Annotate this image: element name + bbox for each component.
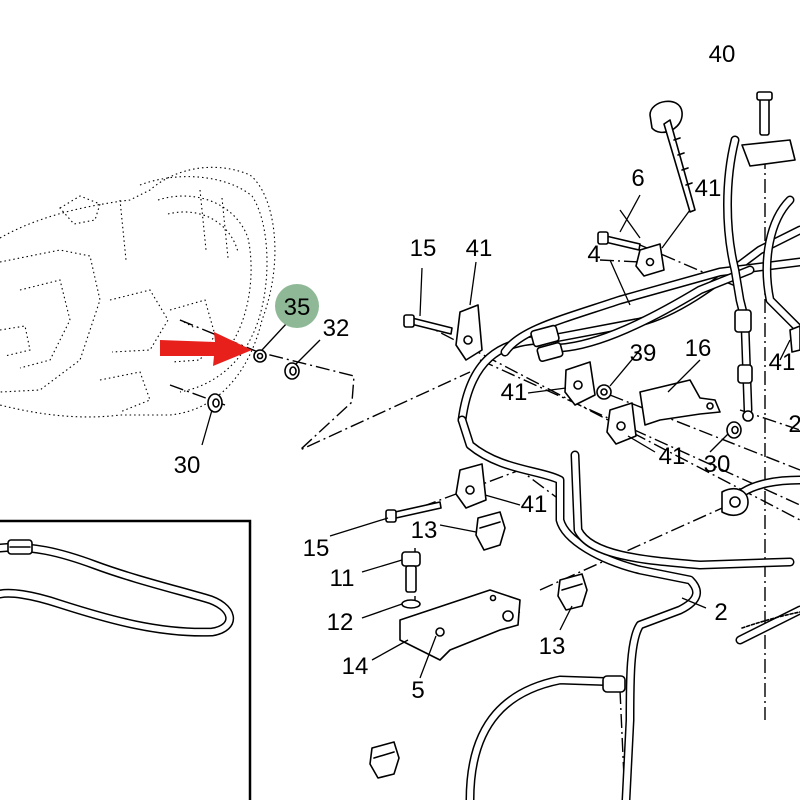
- callout-14: 14: [342, 653, 369, 680]
- inset-detail: [0, 519, 252, 800]
- callout-41-a: 41: [466, 235, 493, 262]
- callout-2-right: 2: [788, 411, 800, 438]
- callout-4: 4: [587, 241, 600, 268]
- hose-fittings: [530, 309, 800, 693]
- callout-16: 16: [685, 335, 712, 362]
- callout-41-top: 41: [695, 175, 722, 202]
- callout-41-c: 41: [659, 443, 686, 470]
- leader-lines: [201, 194, 791, 679]
- compressor-ghost: [0, 166, 276, 418]
- callout-5: 5: [411, 677, 424, 704]
- callout-13-a: 13: [411, 517, 438, 544]
- callout-11: 11: [330, 565, 355, 592]
- callout-15-top: 15: [410, 235, 437, 262]
- callout-30-right: 30: [704, 451, 731, 478]
- callout-41-d: 41: [521, 491, 548, 518]
- assembly-lines: [169, 155, 800, 800]
- callout-40: 40: [709, 41, 736, 68]
- callout-41-b: 41: [501, 379, 528, 406]
- red-arrow-icon: [160, 332, 252, 366]
- callout-30-left: 30: [174, 452, 201, 479]
- callout-labels: 40 6 41 4 15 41 32 16 39 41 41 41 30 30 …: [174, 41, 800, 704]
- callout-13-b: 13: [539, 633, 566, 660]
- highlight-badge: 35: [275, 284, 319, 328]
- callout-15-mid: 15: [303, 535, 330, 562]
- callout-2-mid: 2: [714, 599, 727, 626]
- callout-41-right: 41: [769, 349, 796, 376]
- callout-32: 32: [323, 315, 350, 342]
- o-ring-35: [253, 349, 267, 363]
- callout-39: 39: [630, 340, 657, 367]
- hose-lines: [457, 135, 800, 800]
- callout-6: 6: [631, 165, 644, 192]
- fastener-parts: [207, 91, 800, 779]
- highlight-part-number: 35: [284, 294, 311, 321]
- callout-12: 12: [327, 609, 354, 636]
